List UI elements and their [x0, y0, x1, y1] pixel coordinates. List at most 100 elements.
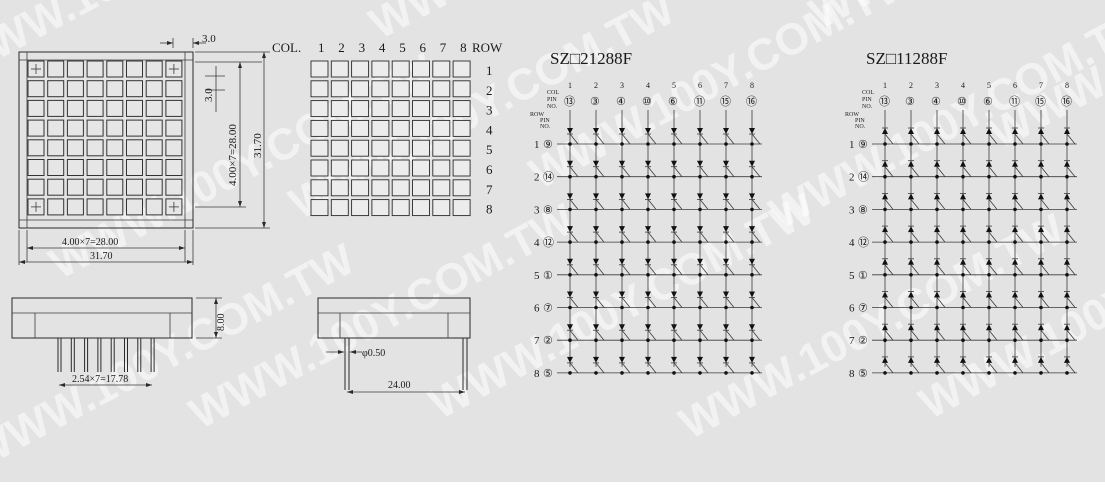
led-cell: [86, 60, 104, 78]
junction-dot: [568, 174, 572, 179]
schematic-col-number: 6: [698, 81, 702, 90]
led-cell: [145, 99, 163, 117]
junction-dot: [909, 240, 913, 244]
pin-table-cell: [330, 179, 349, 197]
led-cell: [106, 60, 124, 78]
pin-table-cell: [432, 119, 451, 137]
junction-dot: [909, 371, 913, 375]
pin-table-row-number: 5: [486, 142, 493, 157]
led-diode: [567, 356, 573, 363]
schematic-row-pin: ⑦: [543, 303, 553, 315]
schematic-col-pin: ⑪: [694, 95, 705, 108]
pin-table-col-number: 4: [379, 40, 386, 55]
no-header: NO.: [855, 124, 866, 130]
pin-table-cell: [310, 179, 329, 197]
junction-dot: [1065, 338, 1069, 343]
junction-dot: [1065, 240, 1069, 244]
led-diode: [619, 193, 625, 200]
led-diode: [723, 128, 729, 134]
junction-dot: [672, 338, 676, 343]
led-diode: [1012, 324, 1018, 331]
schematic-col-number: 5: [987, 81, 991, 90]
junction-dot: [594, 371, 598, 375]
led-diode: [960, 291, 966, 298]
led-diode: [697, 160, 703, 167]
led-cell: [47, 99, 65, 117]
led-cell: [27, 99, 45, 117]
schematic-row-pin: ⑭: [543, 171, 554, 184]
junction-dot: [1065, 371, 1069, 375]
led-cell: [66, 60, 84, 78]
led-diode: [645, 291, 651, 298]
led-cell: [126, 178, 143, 196]
pin-table-cell: [310, 119, 329, 137]
led-cell: [106, 178, 124, 196]
pin-table-row-number: 3: [486, 103, 493, 118]
schematic-col-pin: ⑯: [746, 95, 757, 108]
junction-dot: [750, 305, 754, 310]
schematic-col-number: 8: [1065, 81, 1069, 90]
led-cell: [126, 159, 143, 176]
led-cell: [106, 80, 124, 98]
led-diode: [567, 193, 573, 200]
pin-table-cell: [330, 139, 349, 157]
col-header: COL: [862, 90, 874, 96]
led-diode: [697, 128, 703, 134]
led-diode: [882, 258, 888, 265]
led-diode: [567, 324, 573, 331]
schematic-row-number: 5: [534, 270, 540, 282]
schematic-col-pin: ⑮: [720, 95, 731, 108]
schematic-row-pin: ⑫: [543, 236, 554, 249]
led-diode: [1064, 226, 1070, 233]
pin-header: PIN: [547, 97, 557, 103]
schematic-row-number: 2: [849, 172, 855, 184]
schematic-row-number: 6: [849, 303, 855, 315]
led-diode: [986, 160, 992, 167]
led-diode: [593, 291, 599, 298]
led-diode: [671, 128, 677, 134]
junction-dot: [750, 371, 754, 375]
schematic-row-pin: ⑭: [858, 171, 869, 184]
schematic-col-number: 4: [646, 81, 650, 90]
dim-side-span: 4.00×7=28.00: [227, 124, 239, 186]
pin-table-cell: [371, 60, 390, 78]
led-diode: [1038, 291, 1044, 298]
schematic-col-number: 1: [568, 81, 572, 90]
pin-table-col-label: COL.: [272, 40, 301, 55]
junction-dot: [724, 207, 728, 212]
led-diode: [908, 291, 914, 298]
pin-table-cell: [310, 80, 329, 98]
pin-table-cell: [310, 199, 329, 217]
pin-table-cell: [351, 179, 370, 197]
junction-dot: [724, 338, 728, 343]
junction-dot: [935, 305, 939, 310]
schematic-row-number: 7: [534, 335, 540, 347]
pin-table-cell: [452, 159, 471, 177]
led-cell: [86, 139, 104, 157]
pin-table-cell: [351, 80, 370, 98]
led-cell: [66, 159, 84, 176]
led-diode: [619, 324, 625, 331]
schematic-sz21288f: SZ□21288F ROWCOLPINNO.PINNO.1⑬2③3④4⑩5⑥6⑪…: [530, 49, 762, 380]
pin-table-cell: [310, 139, 329, 157]
pin-table-cell: [412, 80, 430, 98]
dim-bottom-total: 31.70: [90, 251, 113, 262]
junction-dot: [935, 142, 939, 146]
junction-dot: [698, 273, 702, 277]
led-cell: [27, 119, 45, 137]
junction-dot: [1013, 273, 1017, 277]
led-diode: [1038, 324, 1044, 331]
led-diode: [567, 258, 573, 265]
led-cell: [145, 60, 163, 78]
pin-table-cell: [432, 60, 451, 78]
schematic-row-number: 7: [849, 335, 855, 347]
led-cell: [126, 60, 143, 78]
junction-dot: [987, 207, 991, 212]
junction-dot: [594, 207, 598, 212]
pin-table-cell: [391, 119, 410, 137]
junction-dot: [1039, 240, 1043, 244]
pin-table-cell: [391, 159, 410, 177]
junction-dot: [883, 142, 887, 146]
schematic-row-pin: ⑤: [543, 368, 553, 380]
